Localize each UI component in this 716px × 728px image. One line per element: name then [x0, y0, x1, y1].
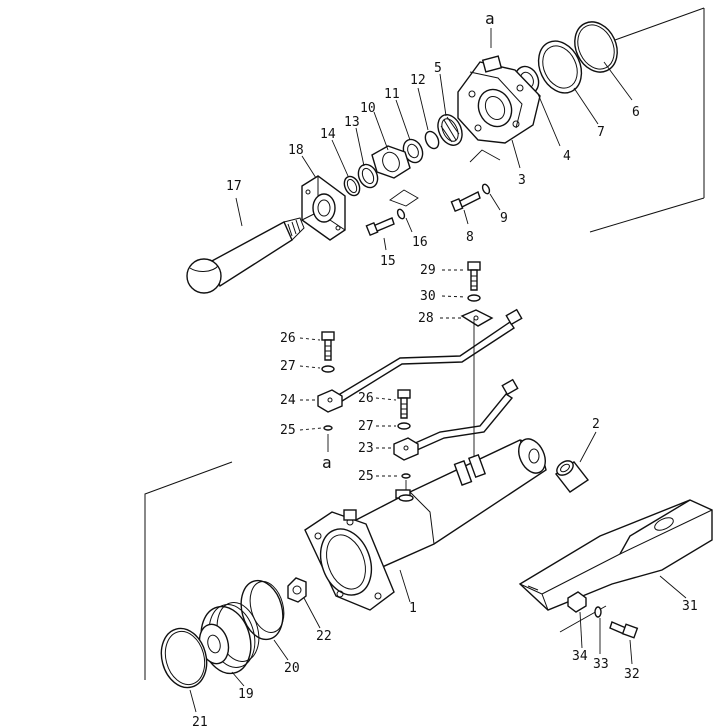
ring-part-13 — [357, 163, 379, 189]
tube-lower — [402, 378, 519, 455]
callout-33: 33 — [593, 657, 609, 672]
ring-part-21 — [160, 627, 208, 689]
tube-upper — [329, 308, 523, 407]
clamp-part-28 — [460, 309, 494, 327]
callout-26-lower: 26 — [358, 391, 374, 406]
callout-4: 4 — [563, 149, 571, 164]
callout-1: 1 — [409, 601, 417, 616]
bolt-part-32 — [609, 621, 639, 639]
bolt-part-15 — [365, 217, 395, 237]
callout-28: 28 — [418, 311, 434, 326]
block-part-24 — [317, 389, 343, 413]
cylinder-head-part-3 — [457, 55, 541, 144]
callout-6: 6 — [632, 105, 640, 120]
nut-part-22 — [287, 577, 307, 603]
callout-16: 16 — [412, 235, 428, 250]
callout-25-upper: 25 — [280, 423, 296, 438]
bolt-part-26-lower — [397, 389, 411, 419]
callout-5: 5 — [434, 61, 442, 76]
callout-10: 10 — [360, 101, 376, 116]
bracket-part-31 — [518, 499, 713, 611]
callout-8: 8 — [466, 230, 474, 245]
callout-12: 12 — [410, 73, 426, 88]
washer-part-9 — [481, 183, 491, 195]
flange-part-18 — [301, 175, 346, 241]
cylinder-body-part-1 — [304, 438, 547, 611]
callout-15: 15 — [380, 254, 396, 269]
assembly-frame-top — [589, 7, 705, 233]
ring-part-14 — [343, 175, 361, 197]
callout-19: 19 — [238, 687, 254, 702]
washer-part-27-upper — [321, 365, 335, 373]
callout-2: 2 — [592, 417, 600, 432]
piston-rod-part-17 — [186, 217, 305, 294]
callout-30: 30 — [420, 289, 436, 304]
fitting-part-34 — [567, 591, 587, 613]
leader-lines — [189, 28, 687, 713]
callout-27-upper: 27 — [280, 359, 296, 374]
bolt-part-26-upper — [321, 331, 335, 361]
callout-21: 21 — [192, 715, 208, 728]
seal-part-5 — [437, 114, 463, 146]
callout-26-upper: 26 — [280, 331, 296, 346]
callout-17: 17 — [226, 179, 242, 194]
bolt-part-29 — [467, 261, 481, 291]
washer-part-27-lower — [397, 422, 411, 430]
callout-14: 14 — [320, 127, 336, 142]
callout-labels: a a 1 2 3 4 5 6 7 8 9 10 11 12 13 14 15 … — [192, 9, 698, 728]
washer-part-30 — [467, 294, 481, 302]
callout-23: 23 — [358, 441, 374, 456]
callout-7: 7 — [597, 125, 605, 140]
o-ring-part-6 — [574, 21, 618, 73]
callout-13: 13 — [344, 115, 360, 130]
bolt-part-8 — [450, 191, 481, 213]
callout-31: 31 — [682, 599, 698, 614]
callout-20: 20 — [284, 661, 300, 676]
bushing-part-2 — [554, 460, 590, 493]
callout-18: 18 — [288, 143, 304, 158]
washer-part-16 — [396, 208, 406, 220]
callout-25-lower: 25 — [358, 469, 374, 484]
callout-22: 22 — [316, 629, 332, 644]
callout-29: 29 — [420, 263, 436, 278]
ref-label-top: a — [485, 9, 495, 28]
retainer-part-10 — [371, 145, 411, 179]
ring-part-7 — [537, 40, 583, 94]
o-ring-part-25-upper — [323, 425, 333, 431]
block-part-23 — [393, 437, 419, 461]
callout-34: 34 — [572, 649, 588, 664]
piston-part-19 — [198, 602, 260, 675]
callout-24: 24 — [280, 393, 296, 408]
ref-label-bottom: a — [322, 453, 332, 472]
callout-32: 32 — [624, 667, 640, 682]
callout-11: 11 — [384, 87, 400, 102]
washer-part-33 — [594, 606, 602, 618]
o-ring-part-25-lower — [401, 473, 411, 479]
callout-27-lower: 27 — [358, 419, 374, 434]
ring-part-12 — [424, 130, 440, 150]
callout-3: 3 — [518, 173, 526, 188]
callout-9: 9 — [500, 211, 508, 226]
